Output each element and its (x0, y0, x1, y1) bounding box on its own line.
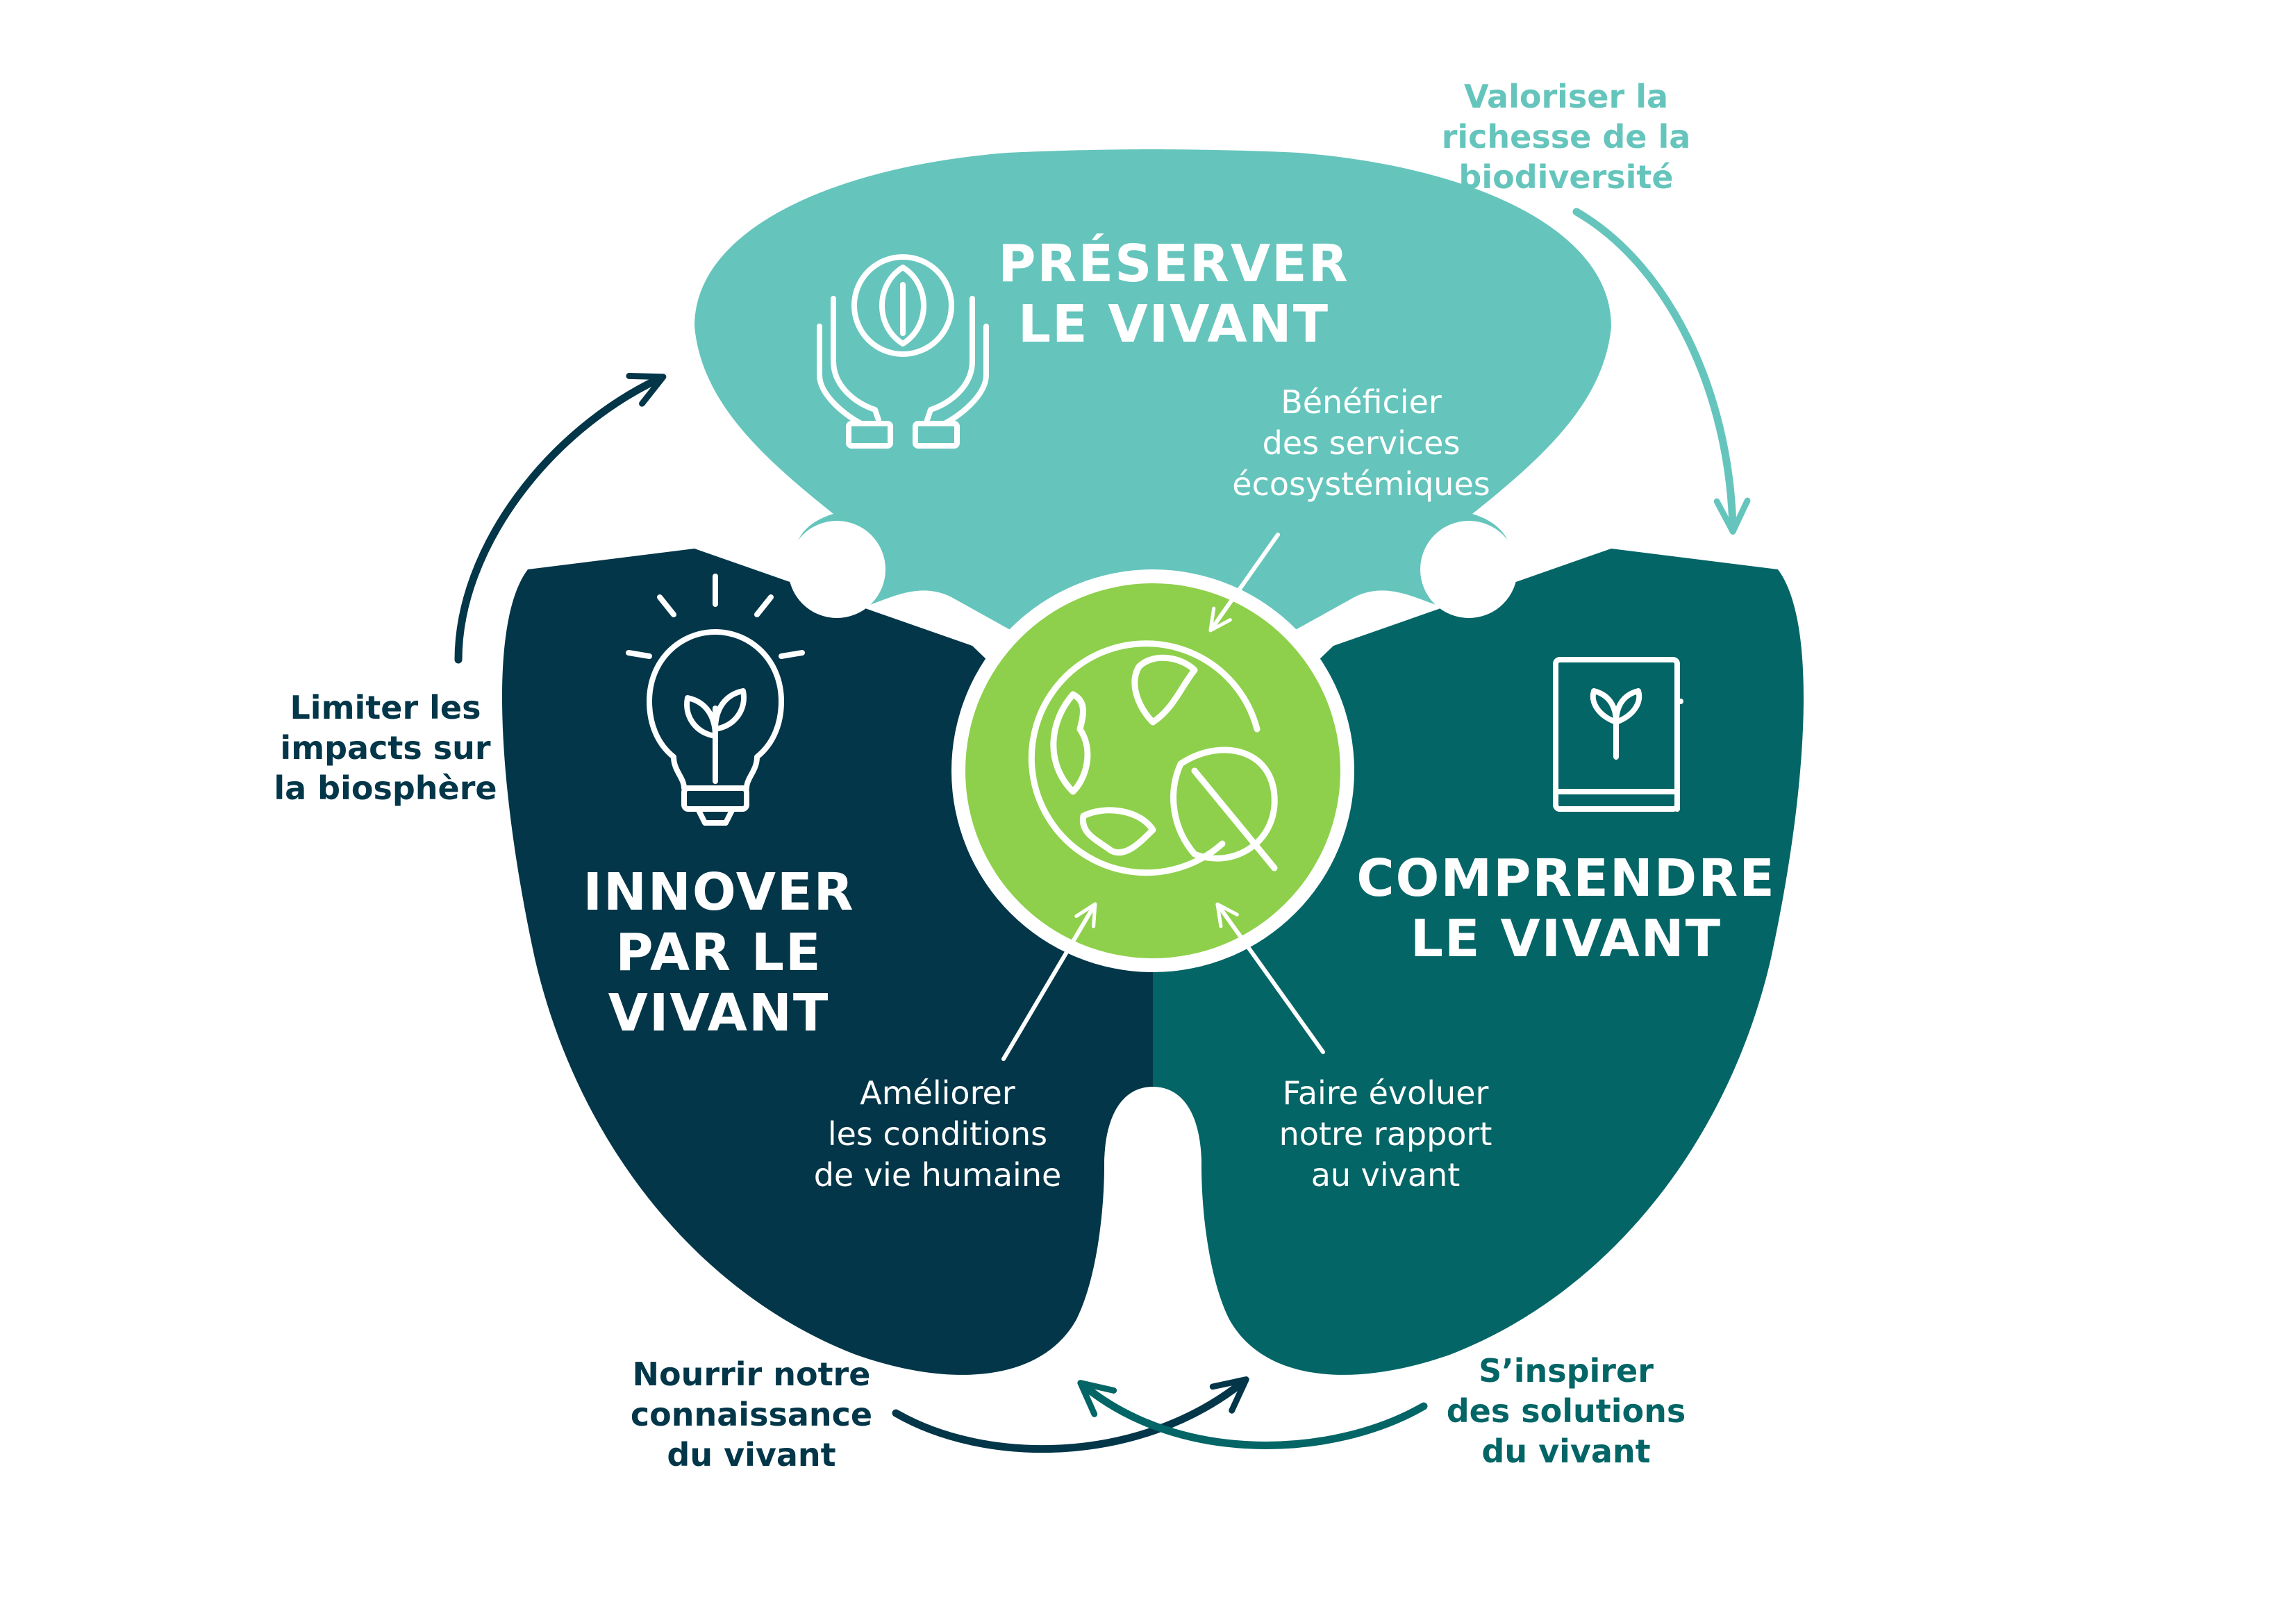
notch-bottom (1104, 1087, 1201, 1222)
nourrir-arrow (892, 1376, 1249, 1453)
valoriser-line1: Valoriser la (1464, 78, 1668, 115)
ameliorer-arrow (1001, 902, 1097, 1061)
faire-evoluer-arrow (1215, 902, 1325, 1054)
globe-leaf-icon (1028, 640, 1278, 876)
limiter-line3: la biosphère (274, 769, 497, 807)
ameliorer-line3: de vie humaine (814, 1156, 1062, 1194)
hands-holding-leaf-icon (817, 254, 989, 449)
faire-evoluer-line1: Faire évoluer (1283, 1074, 1489, 1112)
beneficier-arrow (1208, 533, 1280, 633)
limiter-line2: impacts sur (280, 729, 490, 767)
nourrir-line2: connaissance (631, 1396, 872, 1433)
ameliorer-line1: Améliorer (860, 1074, 1015, 1112)
valoriser-line2: richesse de la (1442, 118, 1691, 156)
inspirer-line2: des solutions (1447, 1392, 1686, 1430)
valoriser-arrow (1572, 208, 1751, 535)
nourrir-line3: du vivant (667, 1436, 835, 1474)
comprendre-title-line2: LE VIVANT (1411, 909, 1722, 969)
preserver-title-line1: PRÉSERVER (998, 233, 1349, 294)
inspirer-line1: S’inspirer (1479, 1352, 1654, 1390)
innover-title-line3: VIVANT (608, 983, 830, 1043)
faire-evoluer-line2: notre rapport (1279, 1115, 1492, 1153)
inspirer-line3: du vivant (1481, 1433, 1650, 1470)
beneficier-line2: des services (1263, 424, 1461, 462)
center-circle (965, 583, 1340, 958)
beneficier-line1: Bénéficier (1281, 383, 1442, 421)
inspirer-arrow (1077, 1380, 1428, 1449)
notch-right (1420, 521, 1517, 618)
limiter-arrow (454, 373, 667, 664)
beneficier-line3: écosystémiques (1232, 465, 1490, 503)
valoriser-line3: biodiversité (1458, 158, 1673, 196)
innover-title-line1: INNOVER (583, 862, 854, 922)
ameliorer-line2: les conditions (828, 1115, 1047, 1153)
lightbulb-sprout-icon (626, 574, 805, 826)
nourrir-line1: Nourrir notre (633, 1355, 871, 1393)
book-sprout-icon (1553, 657, 1683, 812)
preserver-title-line2: LE VIVANT (1018, 294, 1329, 354)
innover-title-line2: PAR LE (615, 923, 822, 983)
limiter-line1: Limiter les (290, 689, 481, 726)
notch-left (788, 521, 885, 618)
preserver-lobe (694, 149, 1611, 701)
comprendre-title-line1: COMPRENDRE (1356, 849, 1776, 908)
faire-evoluer-line3: au vivant (1311, 1156, 1461, 1194)
